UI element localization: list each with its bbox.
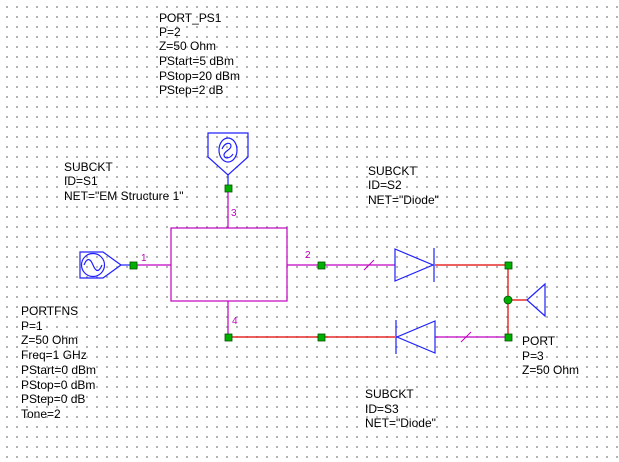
wire-bus-tick-1	[363, 259, 375, 271]
subckt-s3-type: SUBCKT	[365, 387, 414, 401]
junction-dot[interactable]	[503, 295, 513, 305]
port-ps1-param: PStep=2 dB	[159, 83, 224, 97]
subckt-s2-id: ID=S2	[368, 178, 402, 192]
portfns-param: Z=50 Ohm	[21, 333, 79, 347]
node-port1[interactable]	[129, 261, 138, 270]
power-sweep-port-icon[interactable]	[207, 132, 249, 188]
node-s2-cathode[interactable]	[504, 261, 513, 270]
subckt-s2-net: NET="Diode"	[368, 193, 439, 207]
pin-number-4: 4	[232, 316, 238, 327]
portfns-param: P=1	[21, 319, 43, 333]
node-s3-cathode[interactable]	[504, 333, 513, 342]
port3-param: P=3	[522, 349, 544, 363]
port-ps1-name: PORT_PS1	[159, 11, 222, 25]
subckt-s1-id: ID=S1	[64, 174, 98, 188]
subckt-s2-type: SUBCKT	[368, 164, 417, 178]
portfns-param: PStop=0 dBm	[21, 378, 96, 392]
subckt-s3-id: ID=S3	[365, 402, 399, 416]
sine-source-port-icon[interactable]	[79, 251, 133, 279]
portfns-param: PStep=0 dB	[21, 392, 86, 406]
pin-number-2: 2	[305, 250, 311, 261]
node-wire-mid[interactable]	[317, 333, 326, 342]
port3-param: Z=50 Ohm	[522, 363, 580, 377]
pin-number-1: 1	[141, 253, 147, 264]
port-ps1-param: Z=50 Ohm	[159, 39, 217, 53]
em-structure-block[interactable]	[170, 227, 288, 302]
port-ps1-param: P=2	[159, 25, 181, 39]
diode-icon[interactable]	[394, 248, 435, 282]
port-triangle-icon[interactable]	[526, 282, 546, 318]
portfns-name: PORTFNS	[21, 304, 79, 318]
pin-number-3: 3	[231, 208, 237, 219]
subckt-s1-type: SUBCKT	[64, 160, 113, 174]
portfns-param: Freq=1 GHz	[21, 348, 87, 362]
node-port2[interactable]	[224, 184, 233, 193]
node-s1-pin2[interactable]	[317, 261, 326, 270]
diode-icon[interactable]	[395, 320, 436, 354]
node-s1-pin4[interactable]	[224, 333, 233, 342]
subckt-s3-net: NET="Diode"	[365, 416, 436, 430]
portfns-param: Tone=2	[21, 407, 61, 421]
port-ps1-param: PStart=5 dBm	[159, 54, 235, 68]
subckt-s1-net: NET="EM Structure 1"	[64, 189, 184, 203]
portfns-param: PStart=0 dBm	[21, 363, 97, 377]
port3-name: PORT	[522, 334, 556, 348]
port-ps1-param: PStop=20 dBm	[159, 69, 241, 83]
wire-bus-tick-2	[460, 331, 472, 343]
